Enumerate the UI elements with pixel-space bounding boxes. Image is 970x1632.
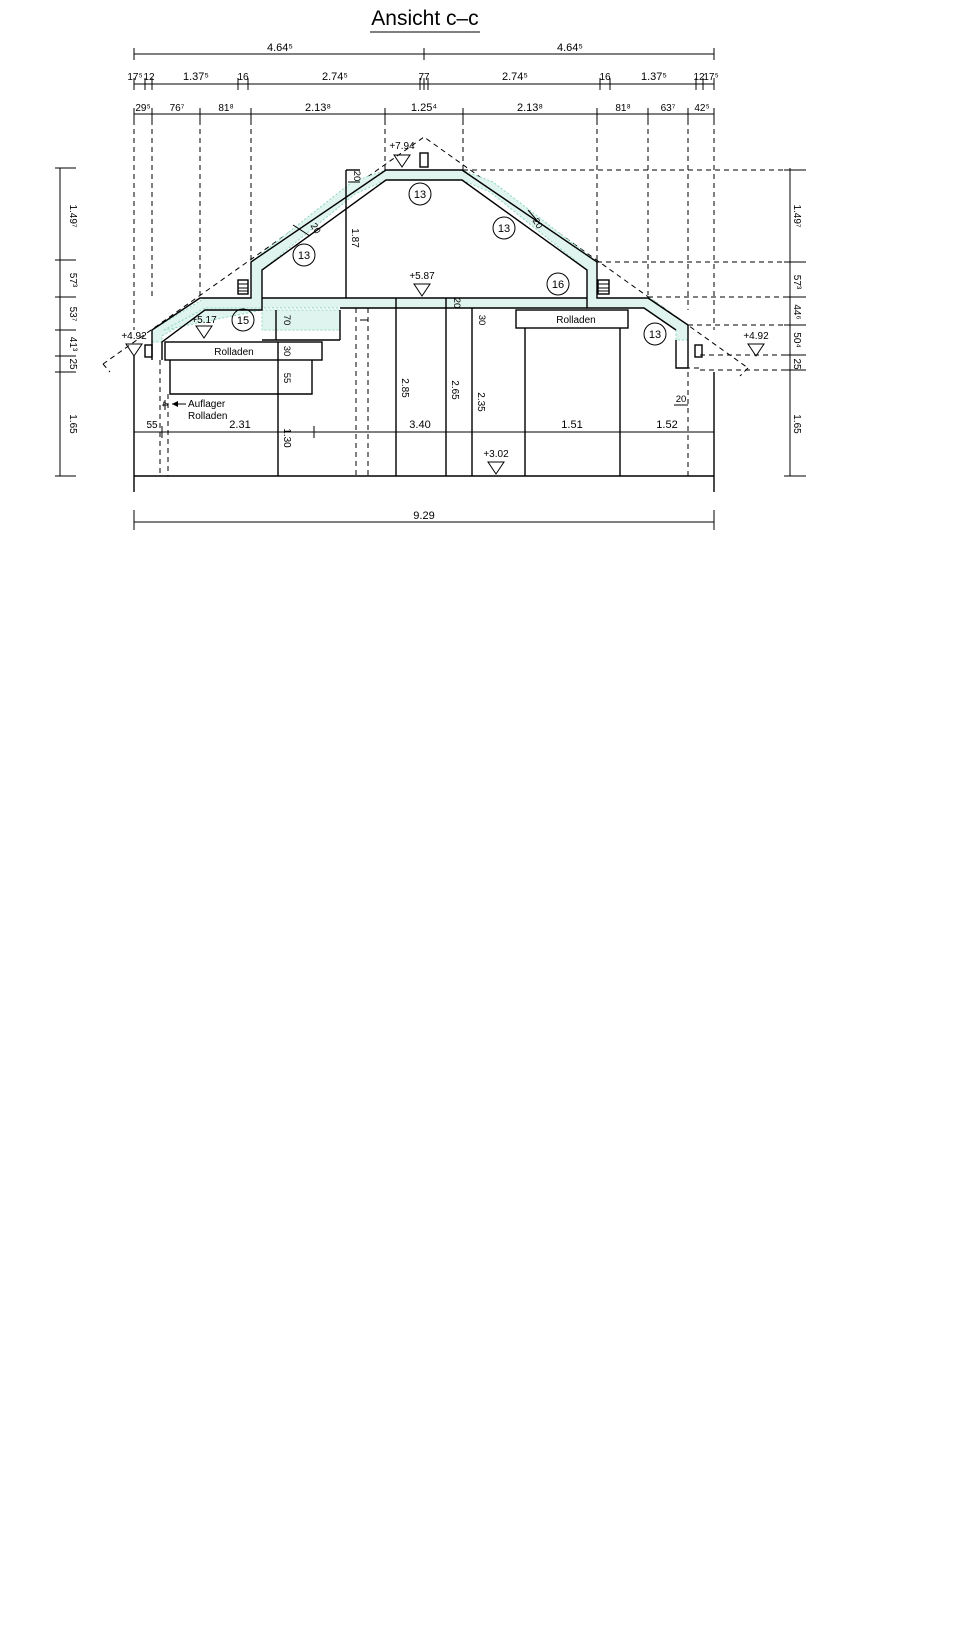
- dim-right-1: 57³: [791, 275, 802, 290]
- total-width-dimension: 9.29: [133, 510, 715, 530]
- level-3-02: +3.02: [483, 449, 509, 460]
- bottom-dimensions: 55 2.31 3.40 1.51 1.52: [146, 419, 677, 431]
- right-dimension-chain: 1.49⁷ 57³ 44⁶ 50⁴ 25 1.65: [784, 168, 806, 477]
- rolladen-right-label: Rolladen: [556, 315, 595, 326]
- dim-top2-3: 16: [237, 72, 249, 83]
- rolladen-left-label: Rolladen: [214, 347, 253, 358]
- top-dimension-chain-3: 29⁵ 76⁷ 81⁸ 2.13⁸ 1.25⁴ 2.13⁸ 81⁸ 63⁷ 42…: [133, 102, 715, 120]
- dim-left-1: 57³: [67, 273, 78, 288]
- level-7-94: +7.94: [389, 141, 415, 152]
- dim-top2-9: 12: [693, 72, 705, 83]
- marker-13-left: 13: [298, 250, 310, 262]
- level-4-92-right: +4.92: [743, 331, 769, 342]
- inner-dim-20-floor: 20: [451, 298, 462, 309]
- projection-lines: [133, 120, 790, 371]
- auflager-label-2: Rolladen: [188, 411, 227, 422]
- roof-structure: [102, 136, 749, 377]
- lower-walls: [133, 298, 715, 492]
- level-5-17: +5.17: [191, 315, 217, 326]
- inner-dim-55: 55: [281, 373, 292, 384]
- marker-15: 15: [237, 315, 249, 327]
- inner-dim-30-left: 30: [281, 346, 292, 357]
- dim-top2-6: 2.74⁵: [502, 71, 528, 83]
- inner-dim-20-slope-right: 20: [530, 216, 545, 231]
- dim-top1-left: 4.64⁵: [267, 42, 293, 54]
- dim-right-0: 1.49⁷: [791, 204, 802, 227]
- bottom-dim-2-31: 2.31: [229, 419, 250, 431]
- marker-13-lower-right: 13: [649, 329, 661, 341]
- dim-top2-8: 1.37⁵: [641, 71, 667, 83]
- marker-13-right: 13: [498, 223, 510, 235]
- total-width-label: 9.29: [413, 510, 434, 522]
- dim-top3-8: 42⁵: [694, 103, 709, 114]
- dim-top1-right: 4.64⁵: [557, 42, 583, 54]
- dim-top3-3: 2.13⁸: [305, 102, 331, 114]
- inner-dimensions: 20 20 20 1.87 20 30 70 30 55 2.85 2.65 2…: [159, 169, 688, 448]
- inner-dim-70: 70: [281, 315, 292, 326]
- left-dimension-chain: 1.49⁷ 57³ 53⁷ 41³ 25 1.65: [55, 167, 78, 477]
- dim-top3-6: 81⁸: [615, 103, 630, 114]
- bottom-dim-3-40: 3.40: [409, 419, 430, 431]
- top-dimension-chain-1: 4.64⁵ 4.64⁵: [133, 42, 715, 60]
- inner-dim-1-30: 1.30: [281, 428, 292, 448]
- inner-dim-4: 4: [159, 401, 170, 406]
- level-5-87: +5.87: [409, 271, 435, 282]
- dim-top3-7: 63⁷: [661, 103, 676, 114]
- top-dimension-chain-2: 17⁵ 12 1.37⁵ 16 2.74⁵ 77 2.74⁵ 16 1.37⁵ …: [127, 71, 719, 90]
- inner-dim-20-lower-right: 20: [676, 394, 687, 405]
- bottom-dim-55: 55: [146, 420, 158, 431]
- dim-left-3: 41³: [67, 337, 78, 352]
- bottom-dim-1-51: 1.51: [561, 419, 582, 431]
- inner-dim-2-85: 2.85: [399, 378, 410, 398]
- dim-top2-0: 17⁵: [127, 72, 142, 83]
- dim-top3-0: 29⁵: [135, 103, 150, 114]
- dim-right-2: 44⁶: [791, 304, 802, 319]
- dim-top3-1: 76⁷: [170, 103, 185, 114]
- inner-dim-2-35: 2.35: [475, 392, 486, 412]
- dim-top2-4: 2.74⁵: [322, 71, 348, 83]
- inner-dim-30-right: 30: [476, 315, 487, 326]
- dim-right-3: 50⁴: [791, 332, 802, 347]
- dim-top2-5: 77: [418, 72, 430, 83]
- dim-left-4: 25: [67, 358, 78, 370]
- dim-right-5: 1.65: [791, 414, 802, 434]
- marker-13-top: 13: [414, 189, 426, 201]
- dim-left-5: 1.65: [67, 414, 78, 434]
- dim-top3-2: 81⁸: [218, 103, 233, 114]
- dim-top2-7: 16: [599, 72, 611, 83]
- dim-top3-5: 2.13⁸: [517, 102, 543, 114]
- inner-dim-2-65: 2.65: [449, 380, 460, 400]
- dim-top3-4: 1.25⁴: [411, 102, 437, 114]
- marker-16: 16: [552, 279, 564, 291]
- dim-left-0: 1.49⁷: [67, 204, 78, 227]
- circle-markers: 13 13 13 16 15 13: [231, 182, 667, 346]
- dim-top2-1: 12: [143, 72, 155, 83]
- labels: Rolladen Rolladen Auflager Rolladen: [188, 315, 596, 422]
- auflager-label-1: Auflager: [188, 399, 226, 410]
- inner-dim-20-slope-left: 20: [308, 221, 323, 236]
- inner-dim-1-87: 1.87: [349, 228, 360, 248]
- dim-top2-2: 1.37⁵: [183, 71, 209, 83]
- drawing-title: Ansicht c–c: [371, 7, 478, 30]
- level-4-92-left: +4.92: [121, 331, 147, 342]
- bottom-dim-1-52: 1.52: [656, 419, 677, 431]
- level-markers: +7.94 +5.87 +5.17 +4.92 +4.92 +3.02: [121, 141, 769, 475]
- dim-left-2: 53⁷: [67, 307, 78, 322]
- inner-dim-20-top: 20: [351, 171, 362, 182]
- dim-top2-10: 17⁵: [703, 72, 718, 83]
- dim-right-4: 25: [791, 358, 802, 370]
